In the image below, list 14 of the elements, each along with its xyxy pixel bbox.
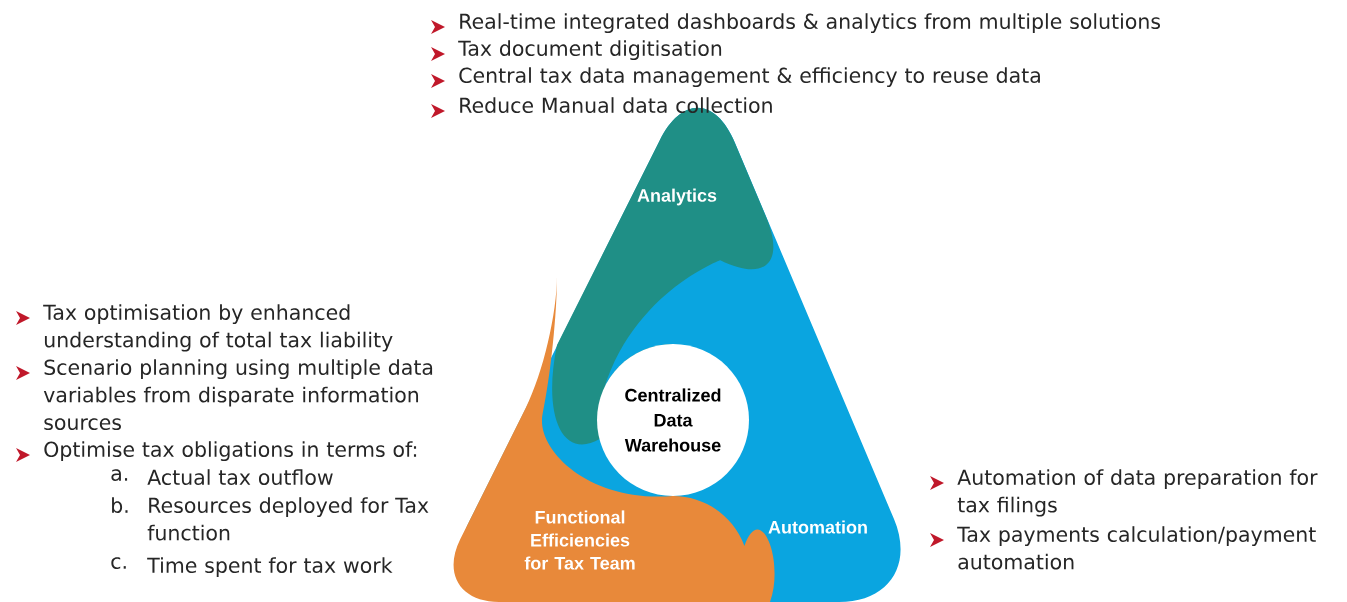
bullet-text: Scenario planning using multiple data variables from disparate information sources — [43, 359, 433, 431]
bullet-text: Automation of data preparation for tax filings — [957, 469, 1318, 517]
list-letter: a. — [111, 469, 128, 481]
list-letter: c. — [111, 557, 126, 569]
sub-item-text: Actual tax outflow — [147, 469, 333, 486]
bullet-text: Optimise tax obligations in terms of: — [44, 441, 417, 462]
sub-item-text: Resources deployed for Tax function — [147, 497, 429, 541]
bullet-text: Central tax data management & efficiency to reuse data — [459, 67, 1040, 88]
list-letter: b. — [112, 497, 128, 514]
bullet-text: Tax optimisation by enhanced understanding of total tax liability — [43, 304, 393, 352]
sub-item-text: Time spent for tax work — [147, 557, 393, 578]
bullet-text: Tax document digitisation — [458, 40, 722, 61]
bullet-text: Tax payments calculation/payment automation — [957, 526, 1316, 570]
bullet-text: Real-time integrated dashboards & analytics from multiple solutions — [460, 13, 1161, 34]
